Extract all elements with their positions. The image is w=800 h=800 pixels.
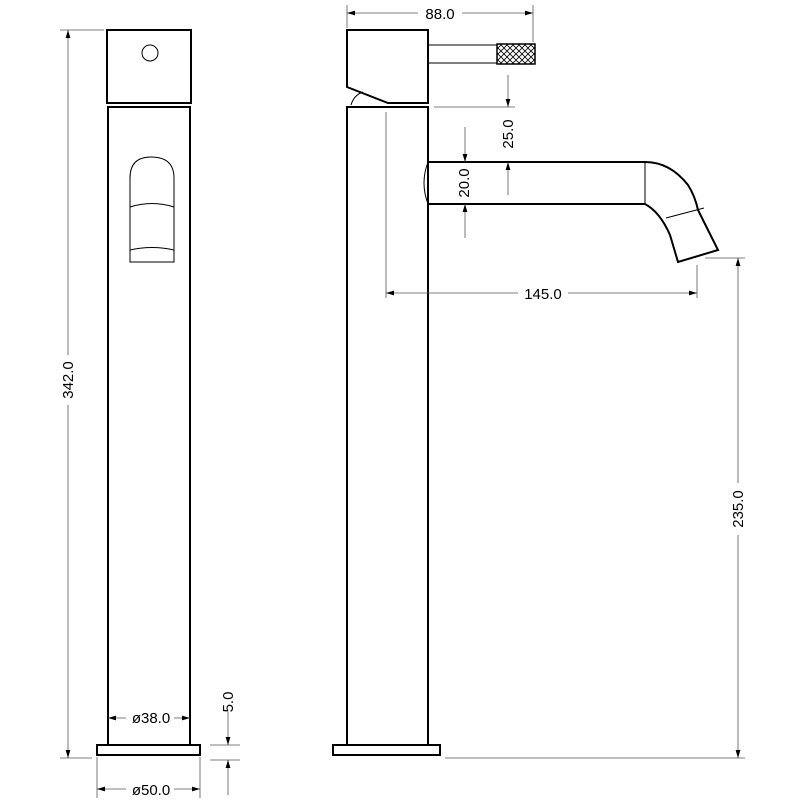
dim-spout-height: 235.0 (730, 490, 747, 528)
dim-base-thickness: 5.0 (220, 692, 237, 713)
front-view: 342.0 ø38.0 ø50.0 5.0 (58, 29, 240, 799)
dim-reach-top: 88.0 (425, 6, 454, 23)
side-handle-block (346, 29, 429, 104)
side-view: 88.0 25.0 20.0 145.0 235.0 (332, 4, 748, 759)
dim-spout-diameter: 20.0 (456, 168, 473, 197)
side-base (332, 744, 441, 756)
dim-overall-height: 342.0 (60, 361, 77, 399)
side-body (346, 106, 429, 746)
dim-handle-to-spout: 25.0 (500, 119, 517, 148)
front-base (96, 744, 201, 756)
front-handle-hole (141, 44, 159, 62)
side-lever-knurl (496, 43, 536, 65)
side-spout (428, 161, 720, 264)
dim-body-diameter: ø38.0 (132, 710, 170, 727)
dim-base-diameter: ø50.0 (132, 782, 170, 799)
front-lever (129, 156, 175, 263)
front-body (107, 106, 191, 746)
front-handle-block (106, 29, 192, 104)
dim-spout-reach: 145.0 (524, 286, 562, 303)
side-lever-rod (427, 44, 498, 64)
